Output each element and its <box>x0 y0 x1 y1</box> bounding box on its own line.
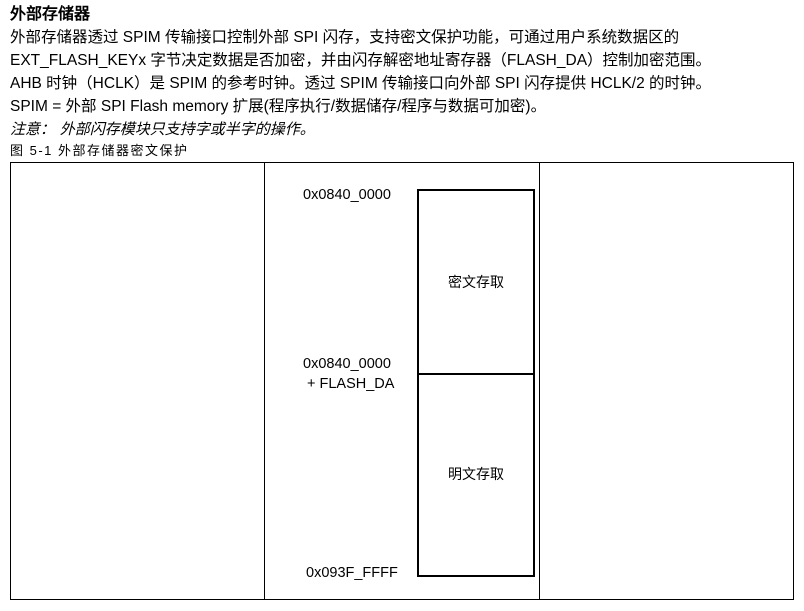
figure-right-panel <box>539 163 795 599</box>
plaintext-access-region: 明文存取 <box>417 373 535 577</box>
ciphertext-access-label: 密文存取 <box>448 275 504 291</box>
paragraph-line-2: EXT_FLASH_KEYx 字节决定数据是否加密，并由闪存解密地址寄存器（FL… <box>10 52 712 69</box>
memory-map-figure: 密文存取 明文存取 0x0840_0000 0x0840_0000 + FLAS… <box>10 162 794 600</box>
boundary-address-label: 0x0840_0000 <box>303 356 391 372</box>
start-address-label: 0x0840_0000 <box>303 187 391 203</box>
paragraph-line-3: AHB 时钟（HCLK）是 SPIM 的参考时钟。透过 SPIM 传输接口向外部… <box>10 75 712 92</box>
figure-left-panel <box>11 163 265 599</box>
paragraph-line-4: SPIM = 外部 SPI Flash memory 扩展(程序执行/数据储存/… <box>10 98 547 115</box>
note-text: 注意： 外部闪存模块只支持字或半字的操作。 <box>10 120 315 138</box>
section-heading: 外部存储器 <box>10 6 91 23</box>
plaintext-access-label: 明文存取 <box>448 467 504 483</box>
end-address-label: 0x093F_FFFF <box>306 565 398 581</box>
figure-caption: 图 5-1 外部存储器密文保护 <box>10 143 189 158</box>
paragraph-line-1: 外部存储器透过 SPIM 传输接口控制外部 SPI 闪存，支持密文保护功能，可通… <box>10 29 680 46</box>
boundary-offset-label: + FLASH_DA <box>307 376 395 392</box>
ciphertext-access-region: 密文存取 <box>417 189 535 375</box>
